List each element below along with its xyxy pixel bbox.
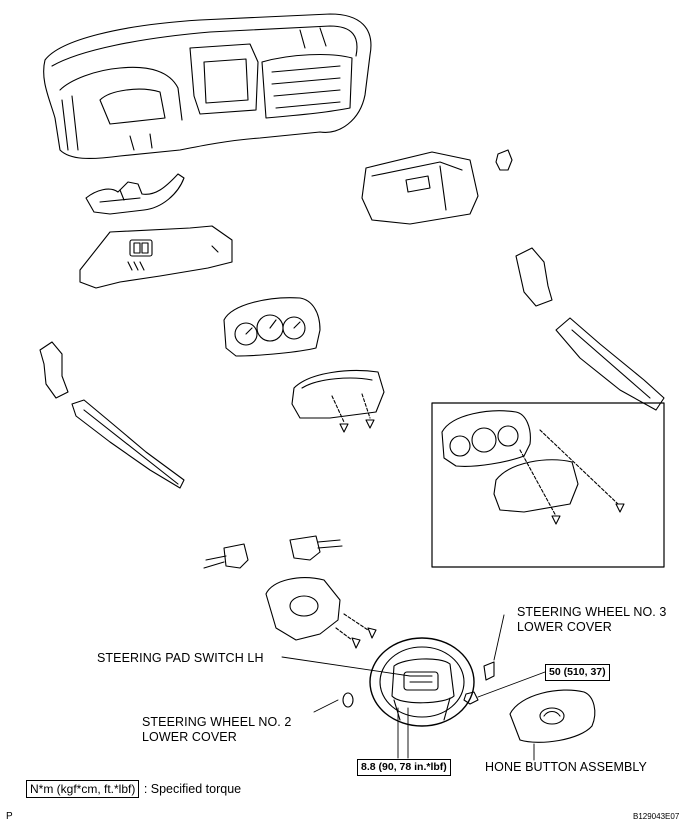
screw-head-2 bbox=[367, 627, 377, 639]
torque-legend-box: N*m (kgf*cm, ft.*lbf) bbox=[26, 780, 140, 798]
glove-box bbox=[361, 151, 479, 225]
steering-wheel bbox=[369, 637, 475, 727]
steering-wheel-no2-label: STEERING WHEEL NO. 2 LOWER COVER bbox=[142, 715, 291, 745]
horn-button-assembly bbox=[509, 689, 596, 743]
steering-wheel-no3-label-line1: STEERING WHEEL NO. 3 bbox=[517, 605, 667, 619]
leader-lines bbox=[281, 614, 546, 761]
steering-column-cover bbox=[265, 577, 341, 641]
footer-code: P bbox=[6, 811, 13, 822]
torque-hub-nut: 50 (510, 37) bbox=[545, 664, 610, 681]
steering-wheel-no2-cover bbox=[342, 692, 354, 708]
small-clip bbox=[495, 149, 513, 171]
steering-wheel-no3-label-line2: LOWER COVER bbox=[517, 620, 612, 634]
instrument-panel bbox=[43, 13, 372, 159]
turn-signal-switch bbox=[203, 543, 249, 569]
combination-meter bbox=[223, 297, 321, 357]
horn-button-assembly-label: HONE BUTTON ASSEMBLY bbox=[485, 760, 647, 774]
left-pillar-trim bbox=[39, 341, 69, 399]
column-cover-screws bbox=[335, 613, 369, 641]
steering-hub-nut bbox=[463, 691, 479, 705]
meter-screw-heads bbox=[339, 419, 375, 433]
inset-screw-heads bbox=[551, 503, 625, 525]
steering-wheel-no2-label-line2: LOWER COVER bbox=[142, 730, 237, 744]
upper-trim-left bbox=[85, 173, 185, 215]
right-scuff-plate bbox=[555, 317, 665, 411]
wiper-switch bbox=[289, 535, 343, 561]
steering-wheel-no3-cover bbox=[483, 661, 495, 681]
left-scuff-plate bbox=[71, 399, 185, 489]
steering-wheel-no3-label: STEERING WHEEL NO. 3 LOWER COVER bbox=[517, 605, 666, 635]
meter-screws bbox=[331, 393, 371, 423]
screw-head-1 bbox=[351, 637, 361, 649]
inset-meter bbox=[441, 410, 531, 467]
meter-glass bbox=[291, 370, 385, 419]
torque-pad-screw: 8.8 (90, 78 in.*lbf) bbox=[357, 759, 451, 776]
detail-inset-frame bbox=[431, 402, 665, 568]
inset-screw-leaders bbox=[519, 429, 619, 517]
lower-trim-left bbox=[79, 225, 233, 289]
right-pillar-trim bbox=[515, 247, 553, 307]
steering-pad-switch-lh-label: STEERING PAD SWITCH LH bbox=[97, 651, 264, 665]
steering-wheel-no2-label-line1: STEERING WHEEL NO. 2 bbox=[142, 715, 292, 729]
torque-legend: N*m (kgf*cm, ft.*lbf) : Specified torque bbox=[26, 780, 241, 798]
torque-legend-text: : Specified torque bbox=[143, 782, 242, 796]
figure-id: B129043E07 bbox=[633, 812, 680, 821]
inset-meter-glass bbox=[493, 459, 579, 513]
